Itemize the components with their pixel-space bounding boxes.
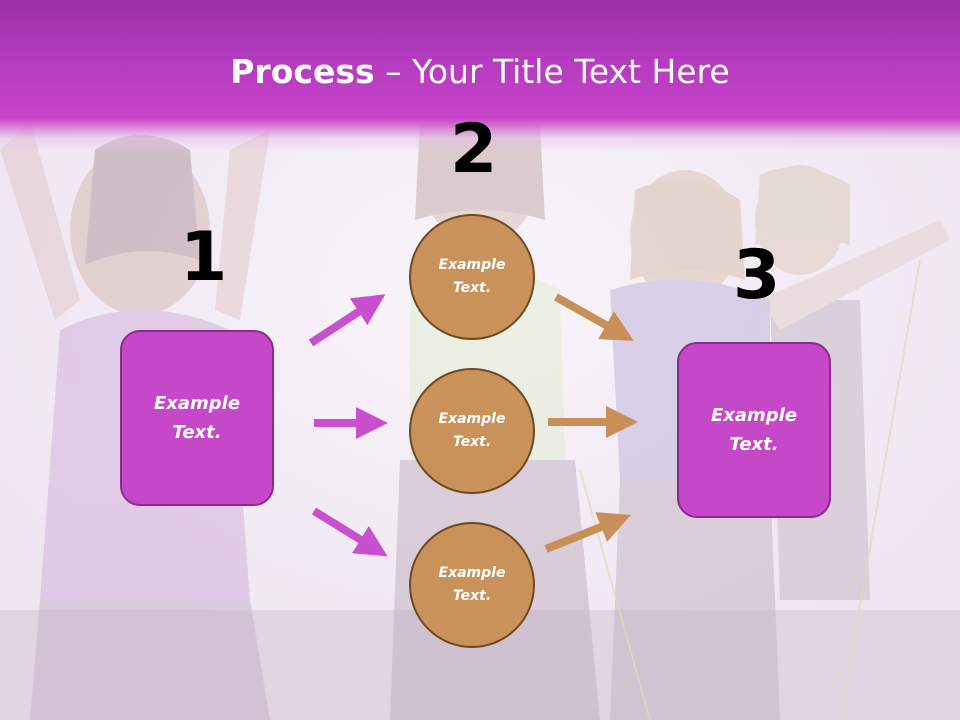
circle-middle-label: Example Text. — [438, 411, 506, 450]
circle-bottom-label: Example Text. — [438, 565, 506, 604]
step-number-2: 2 — [450, 110, 498, 189]
circle-top-label: Example Text. — [438, 257, 506, 296]
slide-title: Process – Your Title Text Here — [0, 52, 960, 91]
title-bold: Process — [230, 52, 375, 91]
circle-middle[interactable]: Example Text. — [409, 368, 535, 494]
circle-top[interactable]: Example Text. — [409, 214, 535, 340]
left-text-box[interactable]: Example Text. — [120, 330, 274, 506]
left-box-label: Example Text. — [153, 393, 241, 443]
title-rest: – Your Title Text Here — [374, 52, 730, 91]
title-band — [0, 0, 960, 150]
right-box-label: Example Text. — [710, 405, 798, 455]
step-number-3: 3 — [733, 236, 781, 315]
right-text-box[interactable]: Example Text. — [677, 342, 831, 518]
step-number-1: 1 — [180, 218, 228, 297]
circle-bottom[interactable]: Example Text. — [409, 522, 535, 648]
